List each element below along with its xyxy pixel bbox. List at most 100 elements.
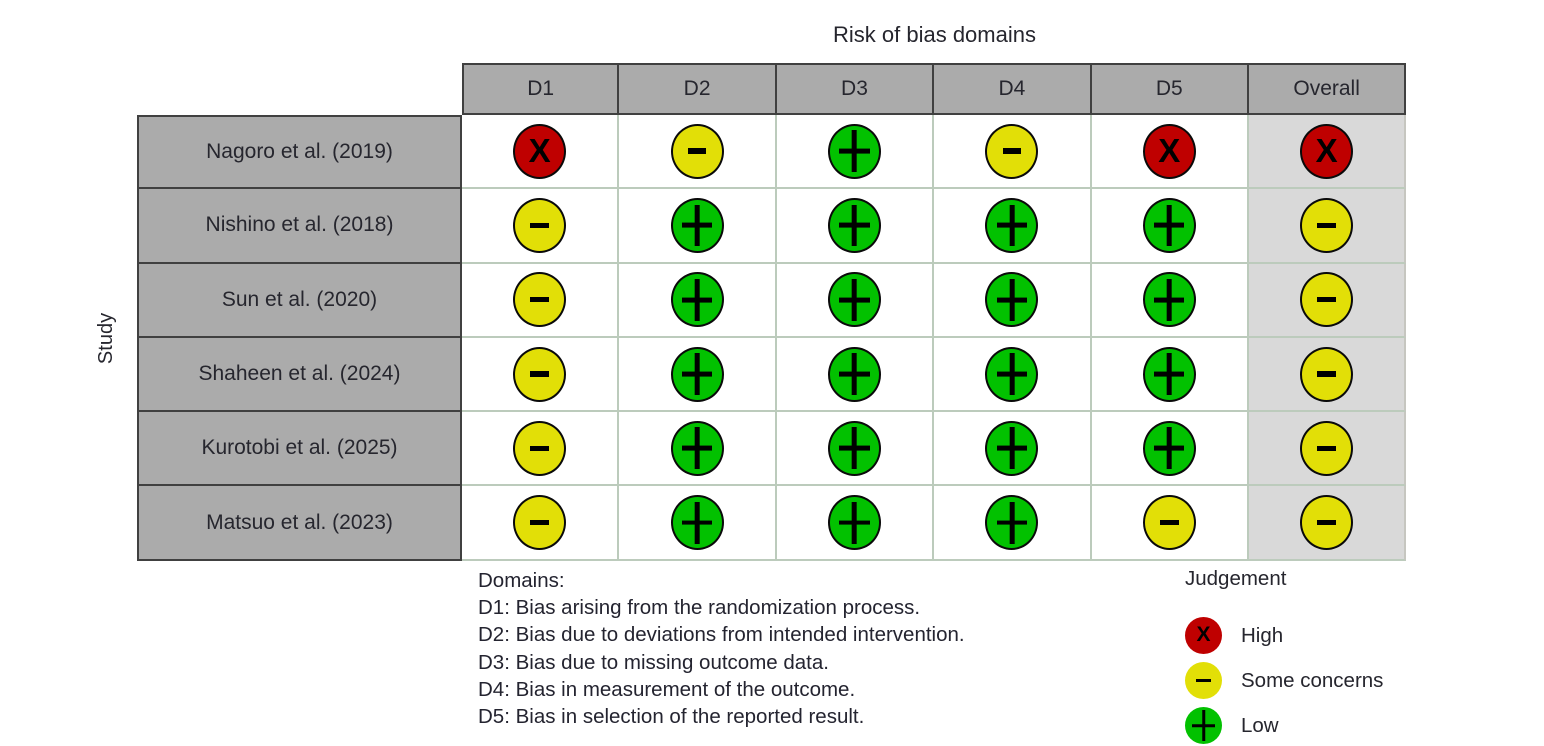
judgement-circle-high: X — [1300, 123, 1354, 179]
judgement-circle-low — [670, 495, 724, 551]
judgement-circle-low — [827, 272, 881, 328]
judgement-circle-some — [1300, 420, 1354, 476]
judgement-cell — [934, 263, 1092, 338]
domain-definition: D5: Bias in selection of the reported re… — [478, 705, 865, 729]
judgement-circle-some — [670, 123, 724, 179]
column-header-d4: D4 — [934, 63, 1092, 115]
judgement-cell — [934, 189, 1092, 264]
x-mark-icon: X — [1158, 131, 1181, 169]
judgement-cell — [776, 412, 935, 487]
plus-icon — [673, 423, 722, 474]
plus-icon — [673, 497, 722, 548]
judgement-cell: X — [1091, 115, 1249, 190]
judgement-cell — [1091, 189, 1249, 264]
plus-icon — [987, 200, 1036, 251]
legend-item-some: Some concerns — [1185, 658, 1383, 703]
plus-icon — [1145, 423, 1194, 474]
plus-icon — [1145, 274, 1194, 325]
plus-icon — [673, 274, 722, 325]
figure-title: Risk of bias domains — [833, 22, 1036, 47]
judgement-cell — [462, 263, 620, 338]
plus-icon — [830, 274, 879, 325]
judgement-circle-low — [827, 123, 881, 179]
judgement-cell — [619, 486, 777, 561]
judgement-circle-low — [1142, 420, 1196, 476]
plus-icon — [987, 349, 1036, 400]
judgement-cell — [1091, 337, 1249, 413]
study-row-label: Shaheen et al. (2024) — [137, 337, 462, 413]
judgement-circle-low — [985, 420, 1039, 476]
judgement-circle-some — [1185, 662, 1222, 699]
judgement-cell — [776, 486, 935, 561]
judgement-circle-low — [985, 272, 1039, 328]
study-row-label: Kurotobi et al. (2025) — [137, 412, 462, 487]
minus-icon — [1002, 148, 1022, 154]
domain-definition: D4: Bias in measurement of the outcome. — [478, 677, 856, 701]
minus-icon — [1317, 445, 1336, 451]
judgement-cell — [934, 337, 1092, 413]
judgement-circle-low — [1142, 197, 1196, 253]
judgement-circle-some — [1142, 495, 1196, 551]
judgement-circle-low — [670, 272, 724, 328]
domains-footnote: Domains: D1: Bias arising from the rando… — [478, 567, 965, 730]
judgement-cell — [462, 412, 620, 487]
minus-icon — [530, 371, 549, 377]
judgement-cell — [934, 486, 1092, 561]
study-row-label: Nagoro et al. (2019) — [137, 115, 462, 190]
minus-icon — [1159, 519, 1179, 526]
legend-heading: Judgement — [1185, 567, 1287, 590]
judgement-circle-low — [985, 197, 1039, 253]
plus-icon — [673, 200, 722, 251]
minus-icon — [530, 297, 549, 303]
minus-icon — [530, 222, 549, 229]
minus-icon — [530, 445, 549, 451]
judgement-circle-low — [670, 346, 724, 402]
minus-icon — [1317, 297, 1336, 303]
judgement-circle-some — [513, 420, 567, 476]
judgement-cell — [619, 337, 777, 413]
judgement-circle-high: X — [1142, 123, 1196, 179]
judgement-cell — [619, 189, 777, 264]
judgement-cell — [619, 263, 777, 338]
judgement-circle-low — [1185, 707, 1222, 744]
judgement-circle-low — [827, 420, 881, 476]
study-label-column: Nagoro et al. (2019)Nishino et al. (2018… — [137, 115, 462, 561]
plus-icon — [830, 497, 879, 548]
plus-icon — [1145, 200, 1194, 251]
judgement-cell — [1248, 263, 1407, 338]
x-mark-icon: X — [528, 131, 551, 169]
study-row-label: Matsuo et al. (2023) — [137, 486, 462, 561]
plus-icon — [830, 200, 879, 251]
judgement-cell — [1091, 412, 1249, 487]
judgement-circle-low — [670, 197, 724, 253]
judgement-cell: X — [462, 115, 620, 190]
judgement-circle-some — [513, 272, 567, 328]
plus-icon — [987, 274, 1036, 325]
legend-item-low: Low — [1185, 703, 1383, 746]
minus-icon — [530, 519, 549, 526]
judgement-circle-some — [1300, 346, 1354, 402]
judgement-circle-some — [513, 346, 567, 402]
plus-icon — [830, 423, 879, 474]
judgement-circle-some — [1300, 272, 1354, 328]
y-axis-label: Study — [95, 312, 118, 364]
judgement-cell: X — [1248, 115, 1407, 190]
judgement-cell — [462, 486, 620, 561]
plus-icon — [1185, 707, 1222, 744]
minus-icon — [1196, 678, 1211, 683]
judgement-cell — [462, 337, 620, 413]
column-header-d1: D1 — [462, 63, 620, 115]
legend-item-label: High — [1241, 623, 1284, 647]
minus-icon — [687, 148, 707, 154]
column-header-d2: D2 — [619, 63, 777, 115]
judgement-circle-some — [985, 123, 1039, 179]
plus-icon — [987, 423, 1036, 474]
minus-icon — [1317, 519, 1336, 526]
judgement-circle-low — [985, 495, 1039, 551]
minus-icon — [1317, 371, 1336, 377]
